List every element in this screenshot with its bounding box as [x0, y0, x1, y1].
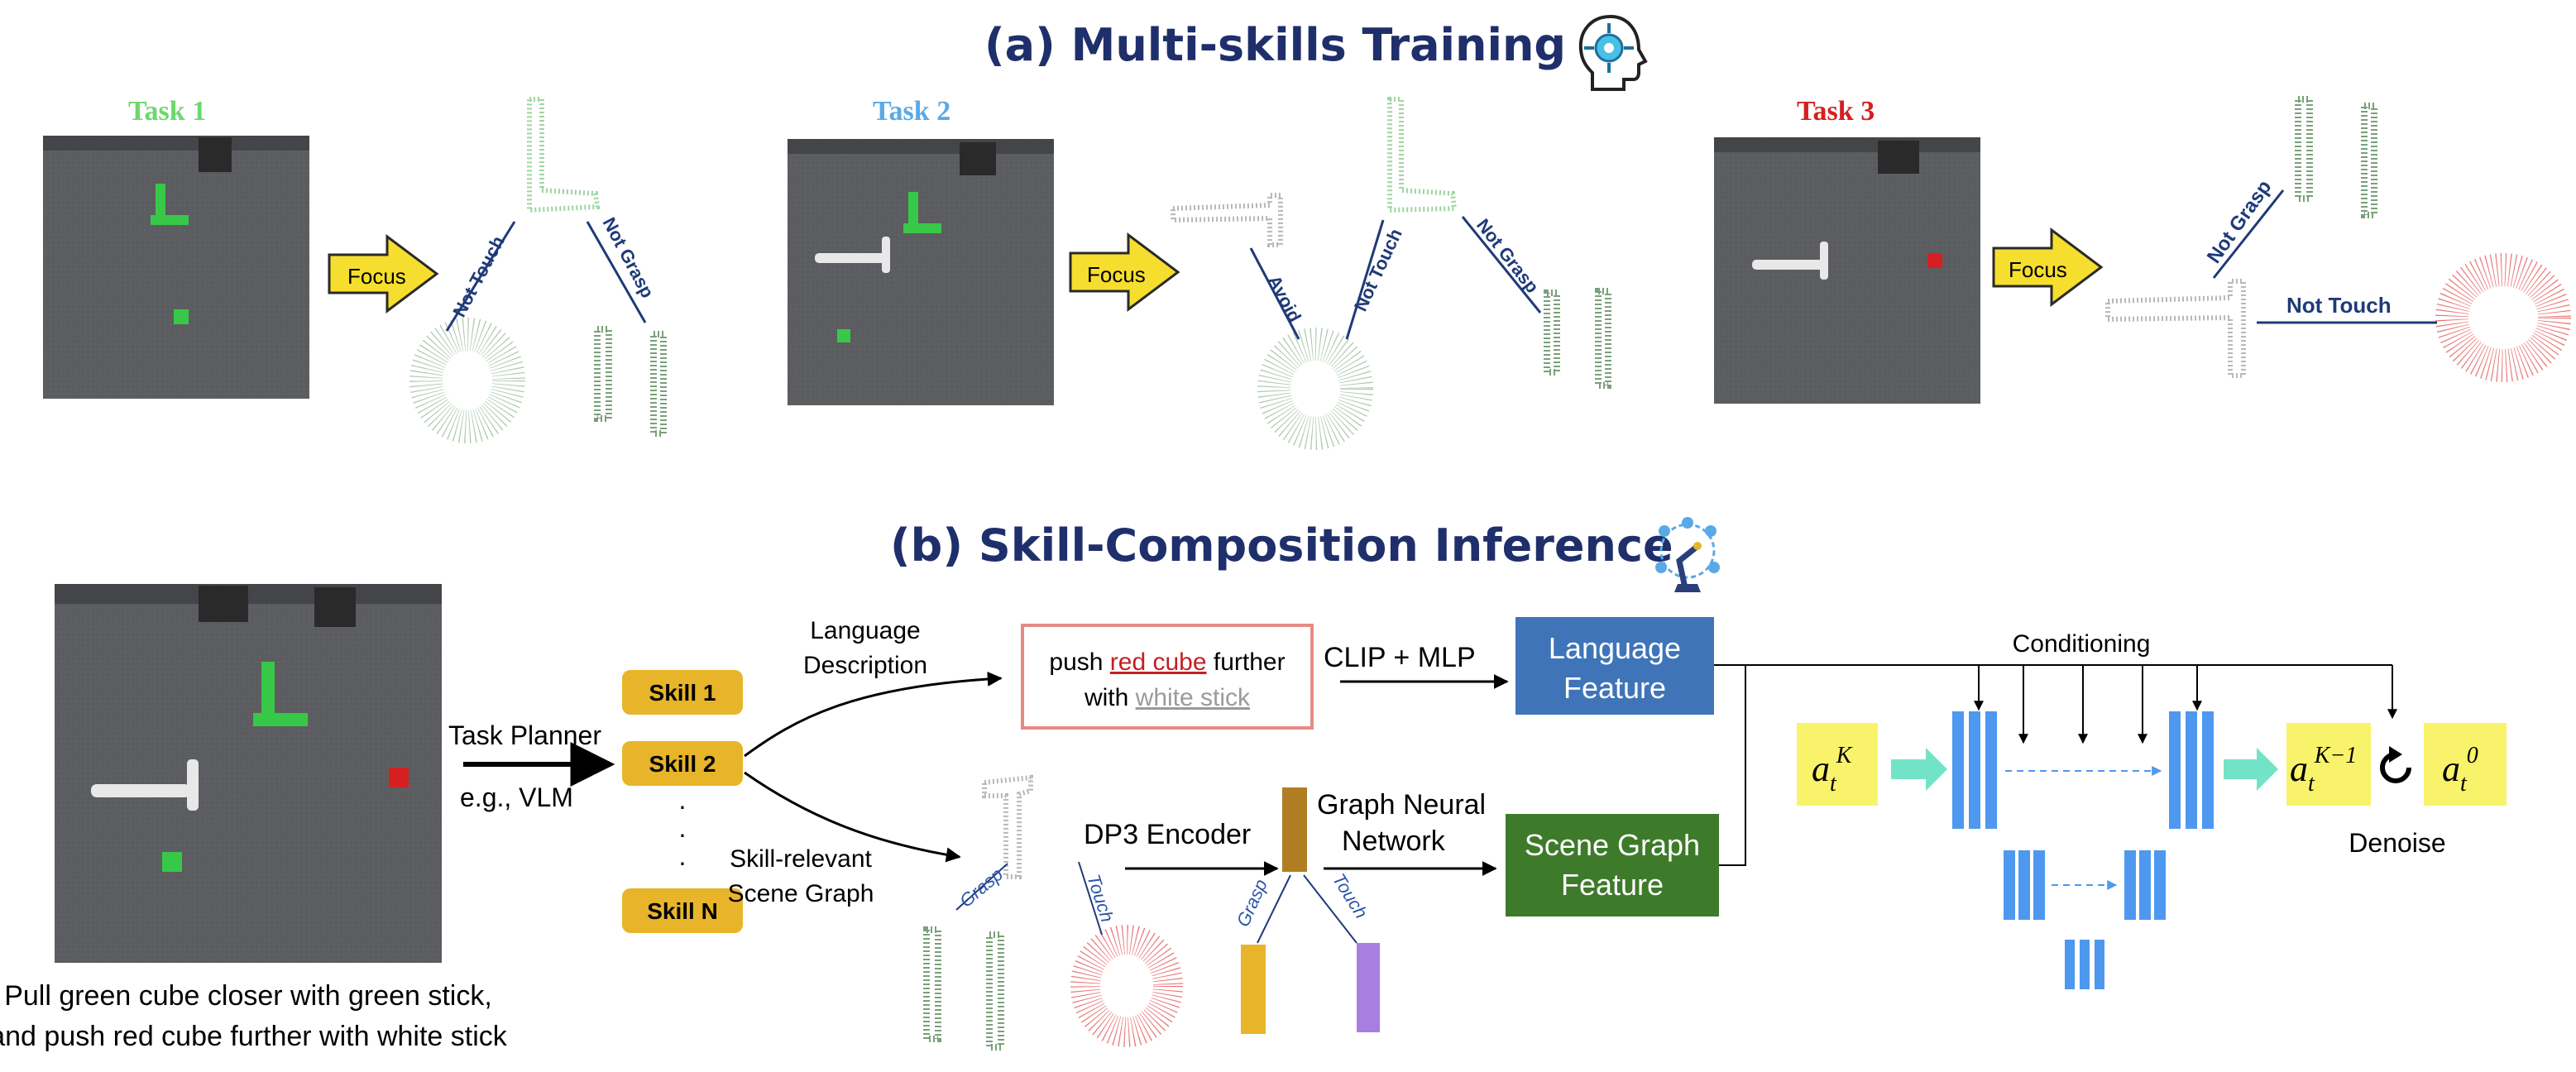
skill-1-box — [622, 670, 743, 715]
task-2-focus-arrow: Focus — [1069, 232, 1180, 312]
language-feature-label-1: Language — [1549, 631, 1681, 665]
skill-n-box — [622, 888, 743, 933]
scene-branch-arrow — [744, 771, 961, 863]
prompt-white-stick: white stick — [1135, 684, 1251, 711]
unet — [1952, 711, 2214, 989]
language-feature-box — [1515, 617, 1714, 715]
scene-photo — [55, 584, 442, 963]
task-2-edge-avoid: Avoid — [1264, 272, 1305, 326]
skill-2-label: Skill 2 — [649, 751, 716, 777]
skill-list: Skill 1 Skill 2 . . . Skill N — [622, 670, 743, 933]
scene-graph-label-1: Skill-relevant — [730, 845, 872, 873]
graph-edge-grasp: Grasp — [955, 864, 1007, 912]
panel-b-title: (b) Skill-Composition Inference — [890, 519, 1673, 572]
conditioning-lines — [1714, 664, 2397, 866]
task-3-photo — [1714, 137, 1980, 404]
instruction-line-2: and push red cube further with white sti… — [0, 1021, 508, 1052]
encoder-touch-node — [1357, 943, 1380, 1032]
noisy-action-box — [1797, 723, 1878, 806]
task-3-focus-label: Focus — [2009, 257, 2067, 282]
task-1-photo — [43, 136, 309, 399]
task-3-edge-not-grasp: Not Grasp — [2203, 176, 2277, 268]
encoder-grasp-node — [1241, 945, 1266, 1034]
encoder-edge-grasp: Grasp — [1233, 876, 1271, 930]
task-3-focus-arrow: Focus — [1992, 227, 2104, 307]
input-arrow — [1891, 748, 1947, 791]
encoder-edge-touch-line — [1303, 874, 1357, 944]
output-arrow — [2224, 748, 2278, 791]
scene-graph-feature-label-1: Scene Graph — [1525, 828, 1700, 862]
task-planner-label: Task Planner — [448, 720, 601, 750]
brain-head-icon — [1578, 14, 1648, 91]
scene-graph-pointcloud: Grasp Touch — [923, 774, 1183, 1050]
prompt-line2-prefix: with — [1084, 684, 1136, 711]
graph-edge-touch: Touch — [1083, 872, 1118, 925]
task-1-edge-not-touch: Not Touch — [448, 232, 508, 320]
language-feature-label-2: Feature — [1563, 671, 1666, 705]
task-3-edge-not-touch: Not Touch — [2286, 293, 2392, 318]
encoder-node — [1282, 787, 1307, 872]
task-3-label: Task 3 — [1797, 96, 1875, 127]
robot-arm-network-icon — [1655, 517, 1720, 592]
task-2-pointcloud: Avoid Not Touch Not Grasp — [1171, 97, 1611, 450]
panel-a-title: (a) Multi-skills Training — [984, 19, 1566, 71]
prompt-prefix: push — [1049, 648, 1109, 676]
scene-graph-feature-label-2: Feature — [1561, 868, 1664, 902]
svg-text:with white stick: with white stick — [1084, 684, 1251, 711]
clip-mlp-label: CLIP + MLP — [1324, 642, 1476, 673]
language-description-label-1: Language — [810, 617, 920, 644]
conditioning-label: Conditioning — [2013, 630, 2151, 658]
task-2-photo — [788, 139, 1054, 405]
skill-2-box — [622, 741, 743, 786]
language-description-label-2: Description — [803, 652, 927, 679]
prompt-red-cube: red cube — [1110, 648, 1207, 676]
clean-action-box — [2424, 723, 2507, 806]
language-branch-arrow — [744, 671, 1003, 758]
skill-dot-2: . — [679, 813, 687, 843]
svg-text:push red cube further: push red cube further — [1049, 648, 1285, 676]
denoise-loop-icon — [2380, 746, 2411, 783]
skill-dot-1: . — [679, 785, 687, 815]
denoise-label: Denoise — [2349, 828, 2445, 858]
task-2-focus-label: Focus — [1087, 262, 1146, 287]
scene-graph-feature-box — [1506, 814, 1719, 916]
task-1-focus-label: Focus — [347, 264, 406, 289]
task-2-edge-not-grasp: Not Grasp — [1472, 215, 1543, 297]
task-planner-sublabel: e.g., VLM — [460, 782, 573, 812]
skill-dot-3: . — [679, 841, 687, 871]
dp3-encoder-label: DP3 Encoder — [1084, 819, 1251, 850]
instruction-line-1: Pull green cube closer with green stick, — [4, 980, 492, 1012]
denoised-action-box — [2286, 723, 2371, 806]
task-2-label: Task 2 — [873, 96, 950, 127]
task-3-pointcloud: Not Grasp Not Touch — [2105, 96, 2571, 382]
language-prompt-box: push red cube further with white stick — [1021, 624, 1314, 730]
skill-1-label: Skill 1 — [649, 680, 716, 706]
gnn-label-2: Network — [1342, 826, 1446, 857]
task-1-label: Task 1 — [128, 96, 206, 127]
task-1-pointcloud: Not Touch Not Grasp — [409, 97, 667, 443]
task-1-focus-arrow: Focus — [328, 234, 439, 313]
skill-n-label: Skill N — [647, 898, 718, 924]
encoder-edge-grasp-line — [1257, 874, 1291, 944]
gnn-label-1: Graph Neural — [1317, 789, 1486, 821]
scene-graph-label-2: Scene Graph — [728, 880, 874, 907]
prompt-mid: further — [1207, 648, 1286, 676]
